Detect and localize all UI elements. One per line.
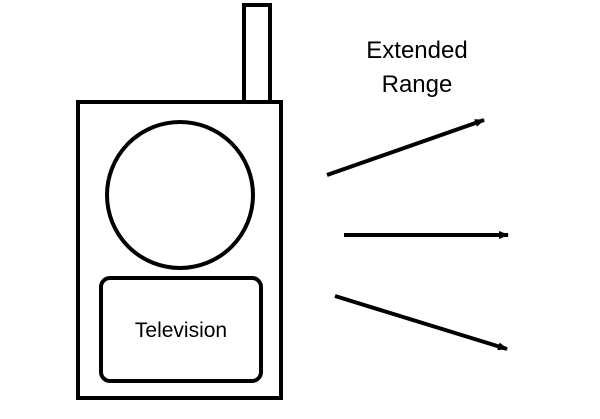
signal-arrows [326,118,509,351]
extended-range-label-line1: Extended [366,37,467,64]
television-screen [99,276,263,383]
signal-arrow-upper [326,118,485,177]
extended-range-label-line2: Range [382,71,453,98]
extended-range-label: Extended Range [366,37,467,98]
speaker-circle-icon [105,120,255,270]
walkie-talkie-icon: Television [76,3,283,400]
signal-arrow-lower [334,294,508,351]
antenna-icon [242,3,272,104]
television-label: Television [135,319,227,342]
